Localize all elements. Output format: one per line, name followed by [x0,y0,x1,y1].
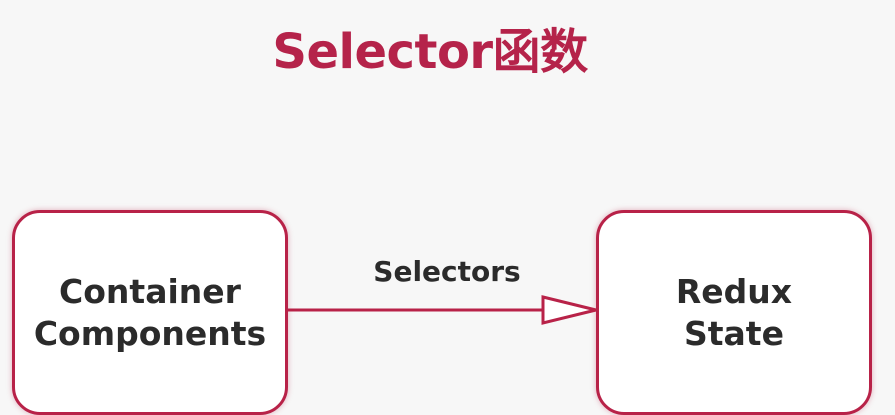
node-left-line2: Components [33,313,267,353]
arrow-head [541,295,597,325]
diagram-title: Selector函数 [272,24,588,80]
node-left-line1: Container [59,271,241,311]
node-redux-state: Redux State [596,210,872,415]
node-right-line1: Redux [675,271,793,311]
node-container-components: Container Components [12,210,288,415]
node-right-line2: State [684,313,784,353]
edge-label-selectors: Selectors [373,255,521,288]
